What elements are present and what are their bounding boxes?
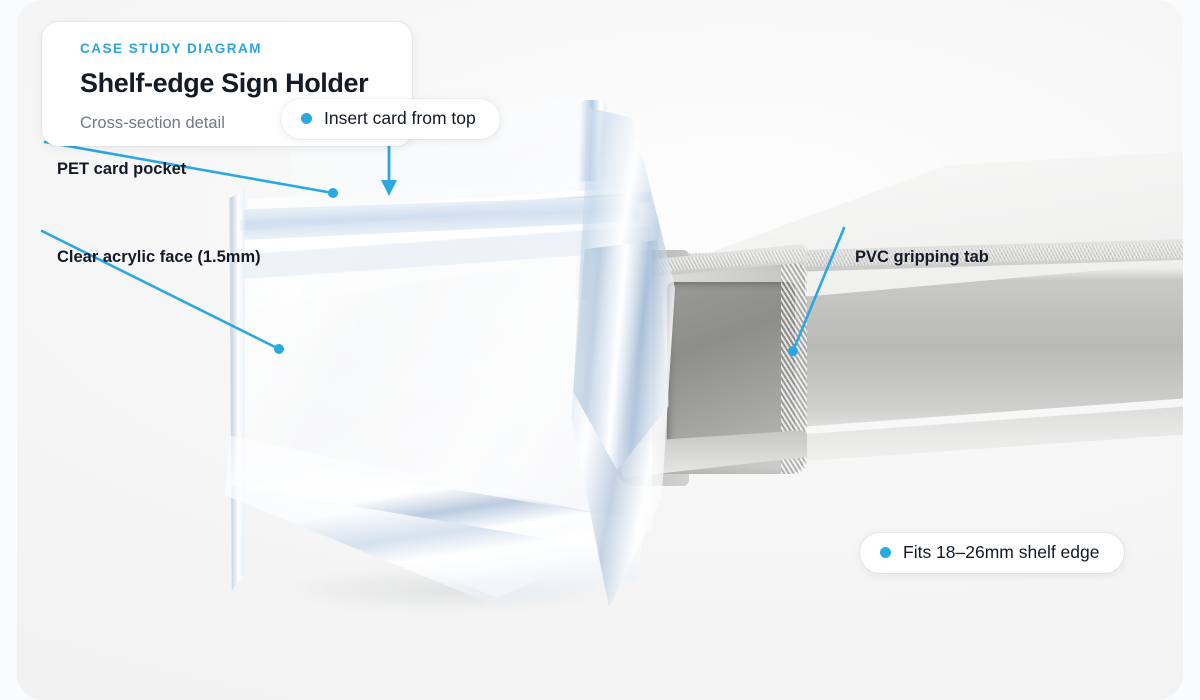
- pvc-channel-cavity: [667, 282, 795, 452]
- product-render: [17, 0, 1183, 700]
- callout-shelf-fit[interactable]: Fits 18–26mm shelf edge: [860, 533, 1124, 573]
- callout-shelf-fit-label: Fits 18–26mm shelf edge: [903, 542, 1100, 562]
- bullet-dot-icon: [880, 547, 891, 559]
- label-pvc-gripping-tab: PVC gripping tab: [855, 248, 989, 266]
- bullet-dot-icon: [301, 113, 312, 125]
- callout-insert-card-label: Insert card from top: [324, 108, 476, 128]
- diagram-canvas: CASE STUDY DIAGRAM Shelf-edge Sign Holde…: [17, 0, 1183, 700]
- label-pet-card-pocket: PET card pocket: [57, 160, 187, 178]
- header-subtitle: Cross-section detail: [80, 113, 225, 132]
- header-eyebrow: CASE STUDY DIAGRAM: [80, 41, 263, 56]
- page-title: Shelf-edge Sign Holder: [80, 67, 369, 98]
- callout-insert-card[interactable]: Insert card from top: [281, 99, 500, 139]
- label-clear-acrylic-face: Clear acrylic face (1.5mm): [57, 248, 261, 266]
